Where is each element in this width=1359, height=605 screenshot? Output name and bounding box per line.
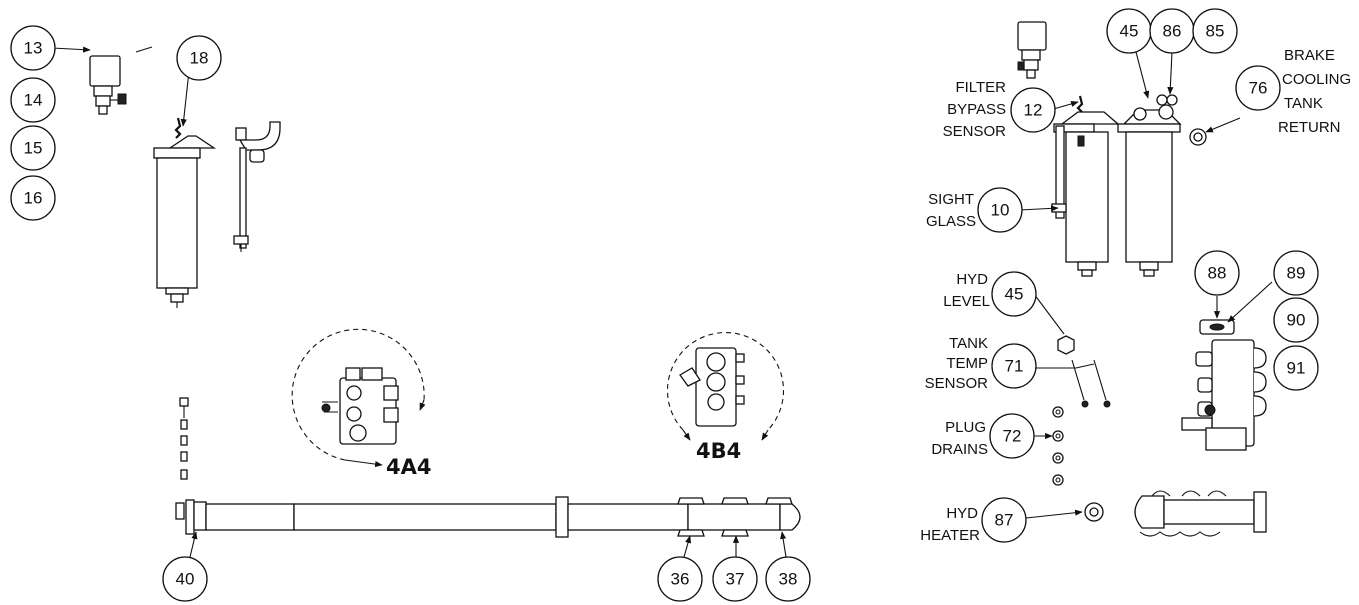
svg-text:88: 88 — [1208, 264, 1227, 283]
svg-text:87: 87 — [995, 511, 1014, 530]
heater-tube-assembly-part — [1134, 490, 1267, 537]
svg-text:12: 12 — [1024, 101, 1043, 120]
label-brake-cooling-tank-return: BRAKE COOLING TANK RETURN — [1278, 47, 1351, 136]
label-tank-temp-sensor: TANK TEMP SENSOR — [925, 335, 989, 392]
svg-text:HEATER: HEATER — [920, 527, 980, 544]
plug-drains-part — [1052, 406, 1064, 486]
svg-text:LEVEL: LEVEL — [943, 293, 990, 310]
solenoid-valve-part — [89, 55, 127, 115]
tube-assembly-part — [175, 496, 801, 538]
manifold-block-part — [1181, 319, 1267, 451]
hyd-level-sensor-part — [1057, 335, 1075, 355]
svg-text:TANK: TANK — [949, 335, 988, 352]
svg-text:15: 15 — [24, 139, 43, 158]
svg-text:DRAINS: DRAINS — [931, 441, 988, 458]
label-filter-bypass-sensor: FILTER BYPASS SENSOR — [943, 79, 1007, 140]
svg-text:TEMP: TEMP — [946, 355, 988, 372]
svg-text:86: 86 — [1163, 22, 1182, 41]
svg-text:10: 10 — [991, 201, 1010, 220]
svg-text:18: 18 — [190, 49, 209, 68]
sight-glass-pipe-part — [233, 121, 281, 252]
svg-text:40: 40 — [176, 570, 195, 589]
svg-text:89: 89 — [1287, 264, 1306, 283]
svg-text:HYD: HYD — [956, 271, 988, 288]
callout-37: 37 — [712, 556, 758, 602]
label-hyd-heater: HYD HEATER — [920, 505, 980, 544]
hyd-heater-part — [1084, 502, 1104, 522]
svg-text:14: 14 — [24, 91, 43, 110]
fitting-stack-part — [179, 397, 189, 480]
svg-text:45: 45 — [1120, 22, 1139, 41]
svg-text:PLUG: PLUG — [945, 419, 986, 436]
solenoid-valve-right-part — [1017, 21, 1047, 79]
callout-86: 86 — [1149, 8, 1195, 54]
svg-text:SIGHT: SIGHT — [928, 191, 974, 208]
callout-72: 72 — [989, 413, 1035, 459]
callout-45-top: 45 — [1106, 8, 1152, 54]
svg-text:72: 72 — [1003, 427, 1022, 446]
svg-text:13: 13 — [24, 39, 43, 58]
return-fitting-part — [1189, 128, 1207, 146]
callout-12: 12 — [1010, 87, 1056, 133]
svg-text:BRAKE: BRAKE — [1284, 47, 1335, 64]
svg-text:38: 38 — [779, 570, 798, 589]
callout-38: 38 — [765, 556, 811, 602]
detail-view-4a4: 4A4 — [291, 328, 431, 479]
callout-76: 76 — [1235, 65, 1281, 111]
callout-13: 13 — [10, 25, 56, 71]
svg-text:90: 90 — [1287, 311, 1306, 330]
svg-text:16: 16 — [24, 189, 43, 208]
callout-14: 14 — [10, 77, 56, 123]
callout-45-level: 45 — [991, 271, 1037, 317]
label-hyd-level: HYD LEVEL — [943, 271, 990, 310]
callout-40: 40 — [162, 556, 208, 602]
callout-91: 91 — [1273, 345, 1319, 391]
callout-85: 85 — [1192, 8, 1238, 54]
callout-15: 15 — [10, 125, 56, 171]
svg-text:FILTER: FILTER — [955, 79, 1006, 96]
svg-text:SENSOR: SENSOR — [925, 375, 989, 392]
svg-text:45: 45 — [1005, 285, 1024, 304]
svg-text:TANK: TANK — [1284, 95, 1323, 112]
label-sight-glass: SIGHT GLASS — [926, 191, 976, 230]
svg-text:BYPASS: BYPASS — [947, 101, 1006, 118]
svg-text:71: 71 — [1005, 357, 1024, 376]
callout-36: 36 — [657, 556, 703, 602]
callout-90: 90 — [1273, 297, 1319, 343]
view-tag-4b4: 4B4 — [696, 439, 741, 463]
callout-87: 87 — [981, 497, 1027, 543]
svg-text:37: 37 — [726, 570, 745, 589]
filter-assembly-part — [153, 117, 217, 308]
leader-lines — [51, 46, 1273, 558]
svg-text:GLASS: GLASS — [926, 213, 976, 230]
view-tag-4a4: 4A4 — [386, 455, 431, 479]
svg-text:COOLING: COOLING — [1282, 71, 1351, 88]
callout-88: 88 — [1194, 250, 1240, 296]
svg-text:76: 76 — [1249, 79, 1268, 98]
svg-text:RETURN: RETURN — [1278, 119, 1341, 136]
svg-text:HYD: HYD — [946, 505, 978, 522]
callout-10: 10 — [977, 187, 1023, 233]
svg-text:36: 36 — [671, 570, 690, 589]
detail-view-4b4: 4B4 — [666, 332, 785, 463]
svg-text:SENSOR: SENSOR — [943, 123, 1007, 140]
callout-89: 89 — [1273, 250, 1319, 296]
svg-text:91: 91 — [1287, 359, 1306, 378]
temp-sensor-probes-part — [1071, 359, 1111, 408]
filter-housings-part — [1051, 94, 1182, 277]
callout-18: 18 — [176, 35, 222, 81]
svg-text:85: 85 — [1206, 22, 1225, 41]
callout-71: 71 — [991, 343, 1037, 389]
callout-16: 16 — [10, 175, 56, 221]
label-plug-drains: PLUG DRAINS — [931, 419, 988, 458]
